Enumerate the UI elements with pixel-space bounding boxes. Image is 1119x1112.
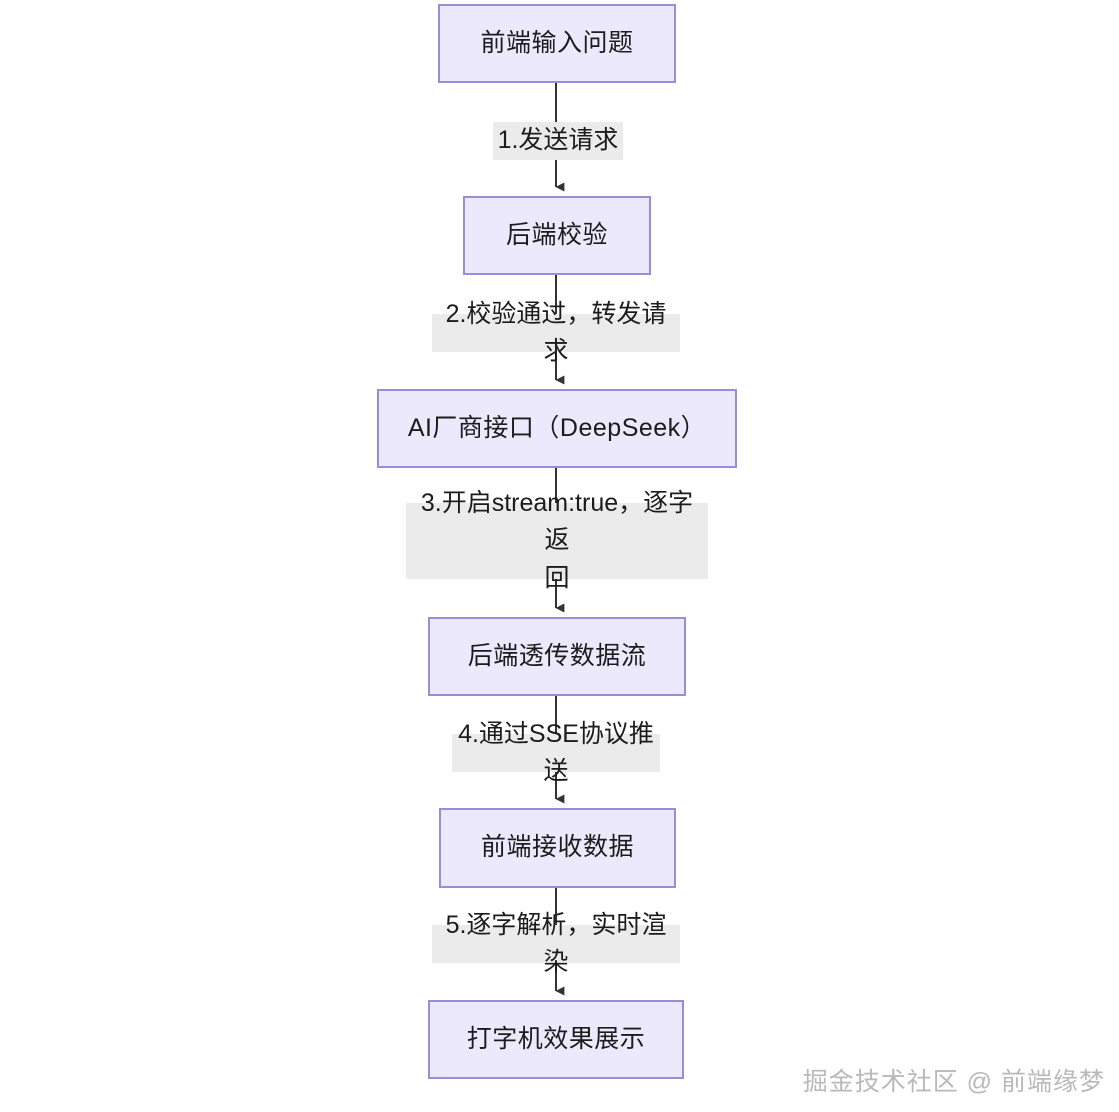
flow-node-n3[interactable]: AI厂商接口（DeepSeek） [377, 389, 737, 468]
flow-node-n2[interactable]: 后端校验 [463, 196, 651, 275]
flow-node-n6[interactable]: 打字机效果展示 [428, 1000, 684, 1079]
flow-node-n4[interactable]: 后端透传数据流 [428, 617, 686, 696]
edge-label-e2: 2.校验通过，转发请求 [432, 300, 680, 365]
edge-label-e3: 3.开启stream:true，逐字返 回 [406, 489, 708, 592]
edge-label-e5: 5.逐字解析，实时渲染 [432, 911, 680, 976]
watermark-text: 掘金技术社区 @ 前端缘梦 [802, 1068, 1105, 1096]
edge-label-e4: 4.通过SSE协议推送 [452, 720, 660, 785]
edge-label-e1: 1.发送请求 [493, 122, 623, 160]
flow-node-n1[interactable]: 前端输入问题 [438, 4, 676, 83]
flow-node-n5[interactable]: 前端接收数据 [439, 808, 676, 888]
